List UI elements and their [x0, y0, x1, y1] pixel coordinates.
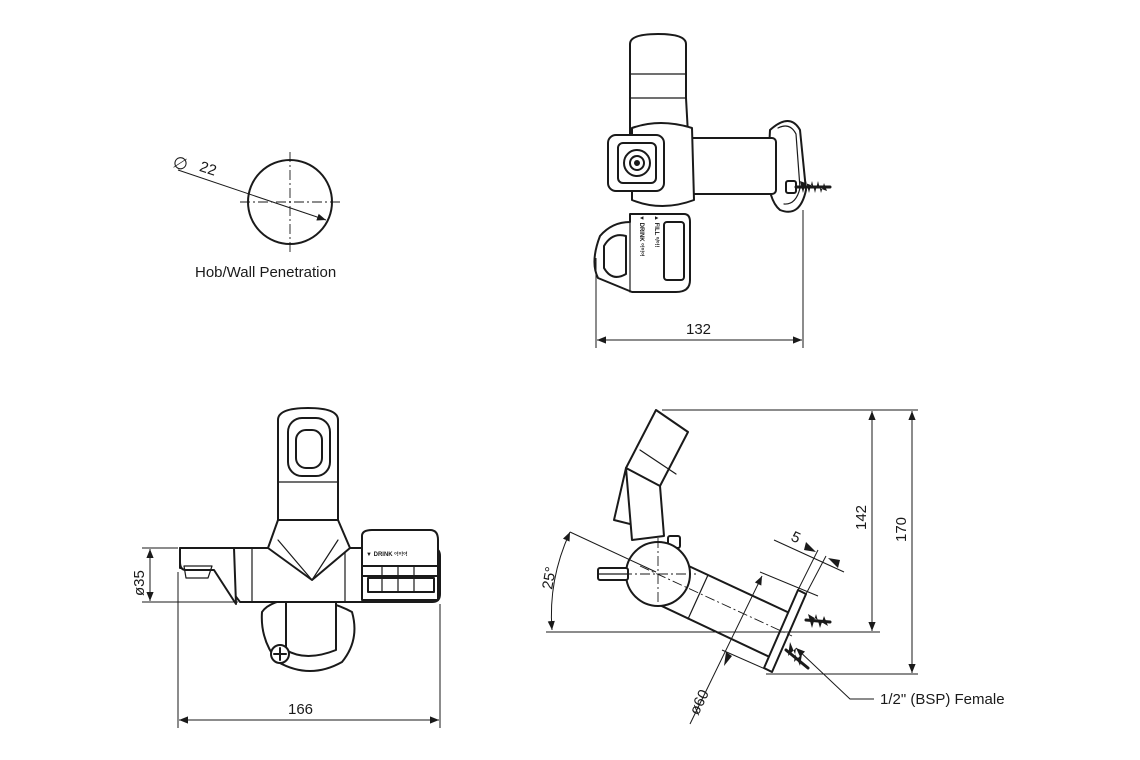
top-view-decal: ▲ FILL ᵒ/ᵒ!! ▼ DRINK ᵒ!ᵒ!ᵒ! — [638, 215, 659, 257]
side-view-angle-label: 25° — [539, 565, 560, 590]
svg-text:▼ DRINK ᵒ!ᵒ!ᵒ!: ▼ DRINK ᵒ!ᵒ!ᵒ! — [366, 552, 408, 558]
penetration-diameter-leader — [177, 169, 327, 221]
side-view-connection-note: 1/2" (BSP) Female — [880, 691, 1005, 708]
side-view-flange-diameter-dimension — [689, 575, 763, 725]
penetration-caption: Hob/Wall Penetration — [195, 264, 336, 281]
side-view-inner-height-label: 142 — [853, 505, 870, 530]
top-view: ▲ FILL ᵒ/ᵒ!! ▼ DRINK ᵒ!ᵒ!ᵒ! 132 — [593, 33, 832, 348]
side-view-flange-thickness-dimension — [773, 539, 845, 573]
svg-text:▲ FILL ᵒ/ᵒ!!: ▲ FILL ᵒ/ᵒ!! — [653, 215, 659, 247]
penetration-diameter-symbol: ∅ — [170, 152, 190, 175]
front-view-width-label: 166 — [288, 701, 313, 718]
top-view-width-label: 132 — [686, 321, 711, 338]
penetration-view: ∅ 22 Hob/Wall Penetration — [170, 152, 340, 281]
side-view-flange-thickness-label: 5 — [788, 528, 803, 547]
top-view-column — [629, 33, 689, 135]
top-view-outlet — [607, 134, 665, 192]
side-view: 25° 5 ø60 142 170 1/2" (BSP) Female — [539, 409, 1005, 725]
side-view-screws — [784, 614, 832, 670]
front-view-handle: ▼ DRINK ᵒ!ᵒ!ᵒ! — [361, 529, 439, 601]
top-view-barrel — [685, 137, 777, 195]
front-view-spout — [179, 547, 237, 605]
side-view-connection-leader — [795, 647, 874, 700]
side-view-outer-height-label: 170 — [893, 517, 910, 542]
svg-text:▼ DRINK ᵒ!ᵒ!ᵒ!: ▼ DRINK ᵒ!ᵒ!ᵒ! — [638, 215, 644, 257]
front-view: ▼ DRINK ᵒ!ᵒ!ᵒ! ø35 166 — [131, 407, 441, 728]
front-view-height-label: ø35 — [131, 570, 148, 596]
front-view-screw — [270, 644, 290, 664]
side-view-flange-diameter-label: ø60 — [686, 687, 713, 718]
side-view-angle-arc — [547, 531, 571, 631]
penetration-diameter-value: 22 — [197, 158, 218, 179]
top-view-screw — [785, 180, 832, 194]
